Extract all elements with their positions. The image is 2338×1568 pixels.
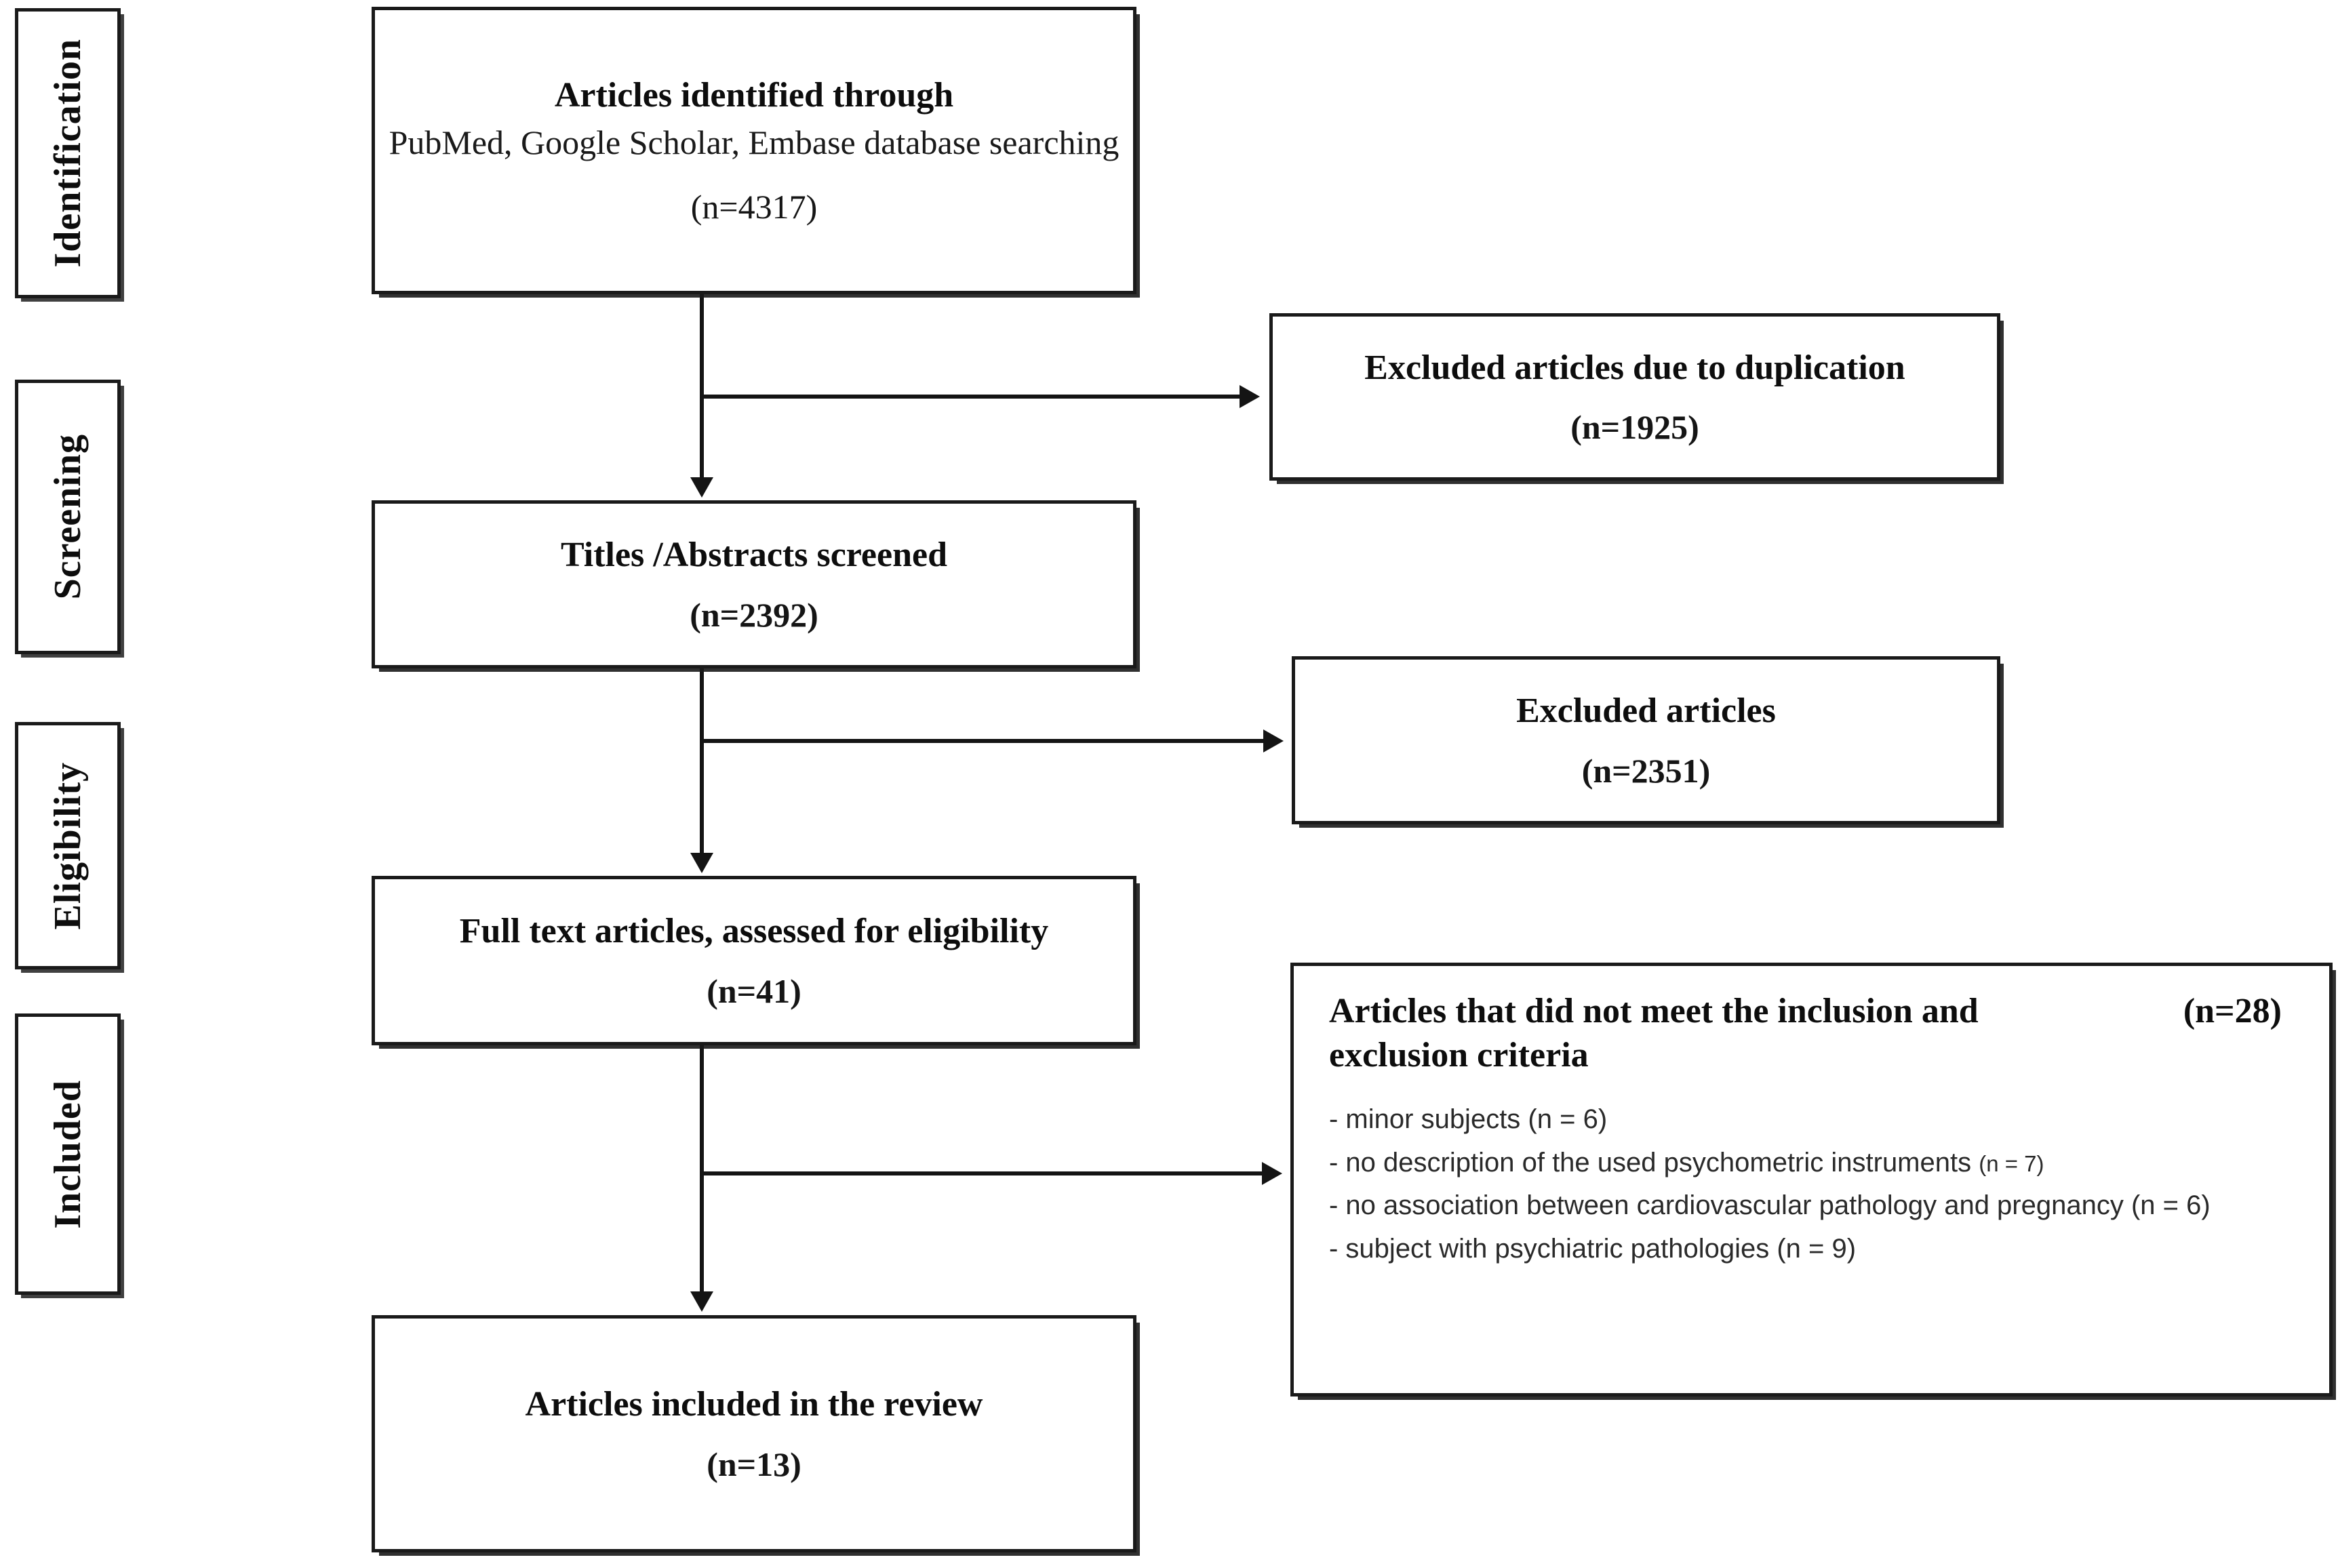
criteria-header: Articles that did not meet the inclusion… (1329, 989, 2302, 1077)
criteria-reason-item: - subject with psychiatric pathologies (… (1329, 1230, 2302, 1269)
stage-label-eligibility: Eligibility (47, 761, 89, 930)
box-titles-abstracts-screened-title: Titles /Abstracts screened (561, 536, 947, 575)
box-full-text-articles-count: (n=41) (707, 971, 801, 1010)
stage-label-screening: Screening (47, 434, 89, 600)
box-titles-abstracts-screened-count: (n=2392) (690, 595, 818, 634)
criteria-reason-list: - minor subjects (n = 6) - no descriptio… (1329, 1100, 2302, 1268)
box-titles-abstracts-screened: Titles /Abstracts screened (n=2392) (372, 500, 1136, 668)
box-articles-included-review-title: Articles included in the review (525, 1385, 983, 1424)
box-not-meeting-criteria-count: (n=28) (2183, 992, 2282, 1030)
box-excluded-articles-count: (n=2351) (1581, 751, 1711, 790)
stage-box-eligibility: Eligibility (15, 722, 121, 969)
criteria-reason-text: - no description of the used psychometri… (1329, 1147, 1979, 1178)
criteria-reason-text: - no association between cardiovascular … (1329, 1190, 2211, 1221)
box-articles-included-review: Articles included in the review (n=13) (372, 1315, 1136, 1552)
criteria-reason-count: (n = 7) (1979, 1150, 2044, 1176)
criteria-reason-item: - minor subjects (n = 6) (1329, 1100, 2302, 1140)
box-articles-included-review-count: (n=13) (707, 1445, 801, 1483)
stage-label-identification: Identification (47, 39, 89, 268)
box-articles-identified-count: (n=4317) (690, 187, 818, 226)
arrowhead-down-1 (690, 477, 713, 498)
stage-label-included: Included (47, 1079, 89, 1229)
connector-trunk-3 (700, 1045, 704, 1293)
criteria-reason-item: - no association between cardiovascular … (1329, 1186, 2302, 1226)
box-excluded-duplication-count: (n=1925) (1570, 408, 1699, 447)
connector-branch-1 (700, 395, 1242, 399)
box-excluded-articles-title: Excluded articles (1516, 691, 1776, 731)
arrowhead-right-1 (1240, 385, 1260, 408)
connector-trunk-2 (700, 668, 704, 854)
arrowhead-right-2 (1263, 729, 1284, 752)
connector-branch-2 (700, 739, 1266, 743)
box-excluded-duplication-title: Excluded articles due to duplication (1364, 348, 1905, 387)
box-full-text-articles: Full text articles, assessed for eligibi… (372, 876, 1136, 1045)
criteria-reason-text: - subject with psychiatric pathologies (… (1329, 1233, 1857, 1264)
box-excluded-articles: Excluded articles (n=2351) (1292, 656, 2000, 824)
criteria-reason-item: - no description of the used psychometri… (1329, 1144, 2302, 1183)
connector-trunk-1 (700, 293, 704, 479)
arrowhead-down-3 (690, 1291, 713, 1312)
box-excluded-duplication: Excluded articles due to duplication (n=… (1269, 313, 2000, 481)
box-full-text-articles-title: Full text articles, assessed for eligibi… (459, 912, 1049, 951)
box-not-meeting-criteria: Articles that did not meet the inclusion… (1290, 963, 2333, 1396)
arrowhead-right-3 (1262, 1162, 1282, 1185)
box-not-meeting-criteria-title: Articles that did not meet the inclusion… (1329, 992, 1979, 1074)
stage-box-screening: Screening (15, 380, 121, 654)
connector-branch-3 (700, 1171, 1265, 1175)
stage-box-identification: Identification (15, 8, 121, 298)
criteria-reason-text: - minor subjects (n = 6) (1329, 1104, 1608, 1134)
stage-box-included: Included (15, 1013, 121, 1295)
box-articles-identified-subtitle: PubMed, Google Scholar, Embase database … (389, 123, 1120, 161)
arrowhead-down-2 (690, 853, 713, 873)
box-articles-identified: Articles identified through PubMed, Goog… (372, 7, 1136, 294)
box-articles-identified-title: Articles identified through (554, 76, 954, 115)
